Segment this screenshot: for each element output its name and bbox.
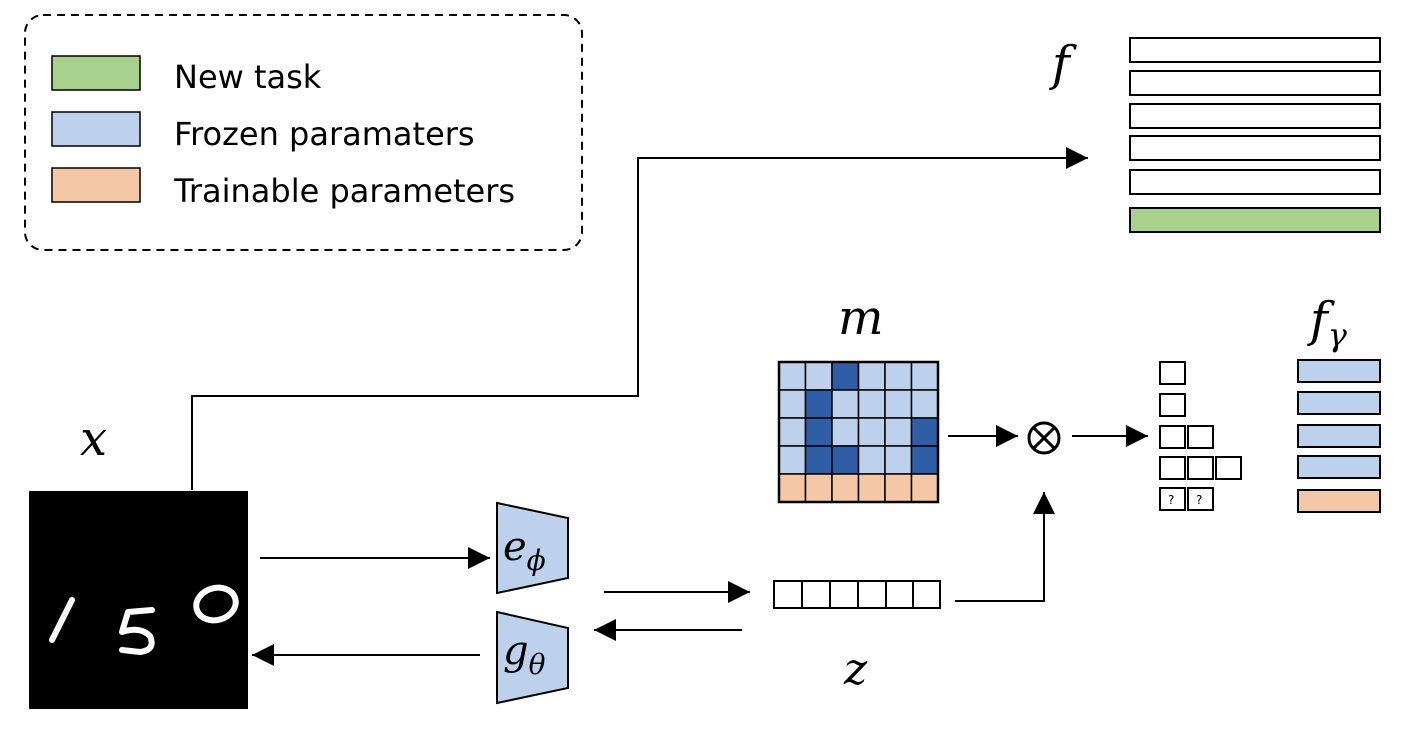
f-layer: [1129, 70, 1381, 96]
mask-cell: [884, 389, 913, 419]
m-label: m: [838, 290, 884, 346]
f-label: f: [1049, 36, 1077, 92]
mask-cell: [884, 445, 913, 475]
selected-param-cell: [1159, 425, 1186, 449]
handwritten-digits: [49, 584, 239, 655]
mask-cell-active: [910, 417, 939, 447]
selected-params: [1159, 361, 1242, 511]
mask-cell-trainable: [831, 473, 860, 503]
z-label: z: [843, 644, 868, 695]
trapezoid-decoder-icon: [496, 610, 569, 705]
f-layer-new-task: [1129, 207, 1381, 233]
mask-grid: [778, 361, 939, 503]
legend-swatch-frozen: [51, 111, 141, 147]
mask-cell: [778, 417, 807, 447]
f-gamma-layer-trainable: [1297, 489, 1381, 513]
otimes-icon: [1027, 421, 1061, 455]
z-cell: [829, 580, 859, 609]
mask-cell: [831, 389, 860, 419]
mask-cell-active: [804, 389, 833, 419]
mask-cell-trainable: [857, 473, 886, 503]
f-gamma-layer-stack: [1297, 359, 1381, 513]
z-cell: [857, 580, 887, 609]
mask-cell-trainable: [778, 473, 807, 503]
z-cell: [912, 580, 941, 609]
mask-cell-trainable: [804, 473, 833, 503]
selected-param-cell: [1159, 456, 1186, 480]
mask-cell: [857, 445, 886, 475]
unknown-mark: ?: [1168, 493, 1174, 507]
legend-label-frozen: Frozen paramaters: [174, 115, 475, 153]
f-gamma-label: fγ: [1307, 292, 1348, 354]
mask-cell: [804, 361, 833, 391]
unknown-param-cell: [1187, 487, 1214, 511]
f-layer: [1129, 135, 1381, 161]
f-layer-stack: [1129, 37, 1381, 233]
mask-cell: [778, 389, 807, 419]
f-gamma-layer-frozen: [1297, 424, 1381, 448]
otimes-cross: [1032, 426, 1056, 450]
f-layer: [1129, 37, 1381, 63]
digit-zero: [193, 584, 239, 624]
arrow-z-to-multiply: [955, 492, 1055, 602]
selected-param-cell: [1159, 393, 1186, 417]
z-vector: [773, 580, 941, 609]
f-gamma-layer-frozen: [1297, 391, 1381, 415]
legend: New task Frozen paramaters Trainable par…: [24, 14, 583, 251]
legend-swatch-trainable: [51, 167, 141, 203]
z-cell: [773, 580, 803, 609]
unknown-param-cell: [1159, 487, 1186, 511]
encoder-label: eϕ: [503, 524, 546, 577]
x-label: x: [80, 411, 107, 467]
mask-cell: [910, 389, 939, 419]
f-gamma-layer-frozen: [1297, 359, 1381, 383]
encoder: eϕ: [496, 501, 569, 595]
mask-cell: [857, 389, 886, 419]
mask-cell-active: [804, 445, 833, 475]
mask-cell: [884, 361, 913, 391]
mask-cell-active: [804, 417, 833, 447]
mask-cell: [910, 361, 939, 391]
f-gamma-layer-frozen: [1297, 455, 1381, 479]
decoder: gθ: [496, 610, 569, 705]
legend-frame: [24, 14, 583, 251]
decoder-label: gθ: [503, 628, 546, 681]
digit-one: [49, 597, 75, 643]
mask-cell-trainable: [910, 473, 939, 503]
selected-param-cell: [1187, 456, 1214, 480]
mask-grid-border: [777, 360, 940, 504]
mask-cell-active: [831, 445, 860, 475]
trapezoid-encoder-icon: [496, 501, 569, 595]
mask-cell-active: [910, 445, 939, 475]
mask-cell: [857, 417, 886, 447]
selected-param-cell: [1187, 425, 1214, 449]
mask-cell: [778, 445, 807, 475]
mask-cell-active: [831, 361, 860, 391]
selected-param-cell: [1215, 456, 1242, 480]
selected-param-cell: [1159, 361, 1186, 385]
arrow-x-to-f: [191, 147, 1088, 490]
mask-cell: [831, 417, 860, 447]
f-layer: [1129, 169, 1381, 195]
legend-label-trainable: Trainable parameters: [173, 172, 515, 210]
z-cell: [801, 580, 831, 609]
f-layer: [1129, 103, 1381, 129]
legend-label-new-task: New task: [174, 58, 322, 96]
mask-cell-trainable: [884, 473, 913, 503]
digit-five: [119, 607, 155, 655]
mask-cell: [884, 417, 913, 447]
legend-swatch-new-task: [51, 55, 141, 91]
z-cell: [885, 580, 914, 609]
input-image: [29, 491, 248, 709]
mask-cell: [778, 361, 807, 391]
mask-cell: [857, 361, 886, 391]
input-image-background: [29, 491, 248, 709]
unknown-mark: ?: [1196, 493, 1202, 507]
